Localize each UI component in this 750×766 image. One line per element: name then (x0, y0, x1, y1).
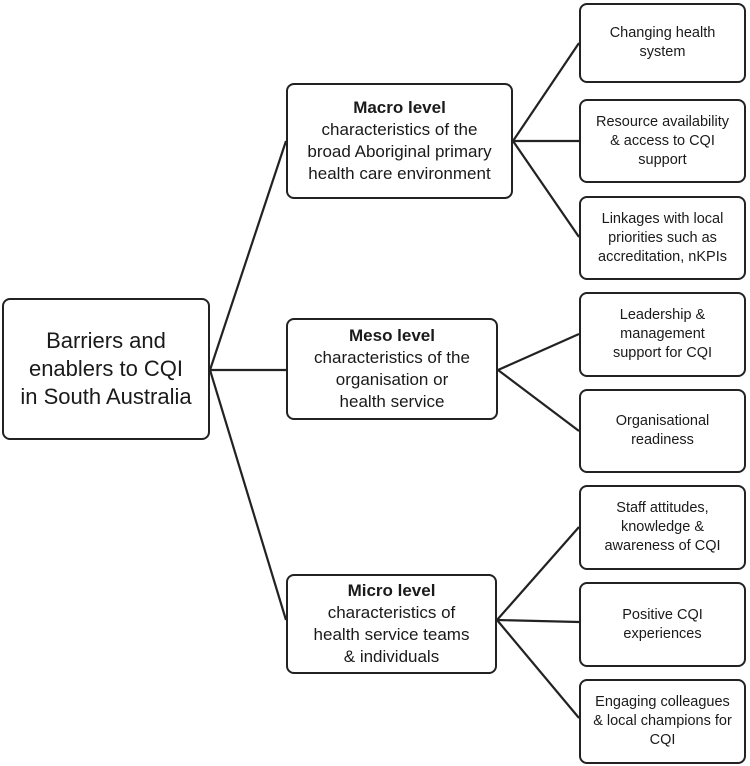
macro-level-title: Macro level (353, 98, 446, 117)
macro-item-label: Linkages with local priorities such as a… (598, 210, 727, 265)
micro-item-staff-attitudes: Staff attitudes, knowledge & awareness o… (579, 485, 746, 570)
connector-micro-item-1 (496, 526, 580, 621)
meso-level-description: characteristics of the organisation or h… (314, 348, 470, 411)
micro-level-node: Micro level characteristics of health se… (286, 574, 497, 674)
connector-root-macro (208, 140, 288, 371)
connector-micro-item-2 (496, 618, 580, 624)
connector-macro-item-1 (512, 42, 580, 142)
macro-level-description: characteristics of the broad Aboriginal … (307, 120, 492, 183)
connector-micro-item-3 (496, 619, 580, 719)
meso-item-organisational-readiness: Organisational readiness (579, 389, 746, 473)
macro-item-label: Resource availability & access to CQI su… (596, 113, 729, 168)
macro-item-label: Changing health system (609, 25, 716, 60)
meso-item-leadership: Leadership & management support for CQI (579, 292, 746, 377)
micro-level-description: characteristics of health service teams … (313, 603, 470, 666)
meso-level-title: Meso level (349, 326, 435, 345)
root-label: Barriers and enablers to CQI in South Au… (20, 328, 192, 409)
root-node: Barriers and enablers to CQI in South Au… (2, 298, 210, 440)
meso-item-label: Leadership & management support for CQI (612, 307, 713, 361)
macro-item-linkages: Linkages with local priorities such as a… (579, 196, 746, 280)
meso-item-label: Organisational readiness (615, 413, 710, 448)
micro-item-label: Positive CQI experiences (622, 606, 703, 642)
micro-level-title: Micro level (347, 581, 436, 600)
macro-item-changing-health-system: Changing health system (579, 3, 746, 83)
connector-meso-item-1 (497, 332, 580, 372)
micro-item-positive-experiences: Positive CQI experiences (579, 582, 746, 667)
macro-item-resource-availability: Resource availability & access to CQI su… (579, 99, 746, 183)
micro-item-label: Engaging colleagues & local champions fo… (593, 694, 732, 748)
micro-item-engaging-colleagues: Engaging colleagues & local champions fo… (579, 679, 746, 764)
macro-level-node: Macro level characteristics of the broad… (286, 83, 513, 199)
connector-root-micro (208, 369, 288, 621)
micro-item-label: Staff attitudes, knowledge & awareness o… (604, 500, 721, 554)
meso-level-node: Meso level characteristics of the organi… (286, 318, 498, 420)
connector-macro-item-3 (512, 140, 580, 238)
connector-meso-item-2 (497, 369, 580, 432)
